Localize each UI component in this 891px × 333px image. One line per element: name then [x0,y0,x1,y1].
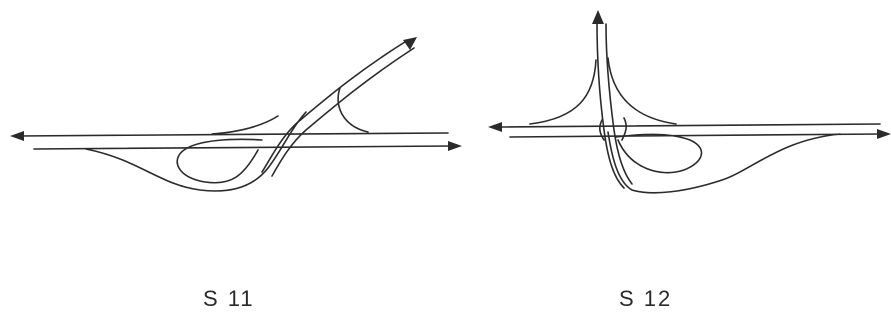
s11-left-merge-ramp [211,115,279,135]
interchange-s11 [10,37,462,192]
diagram-label-s12: S 12 [619,286,673,311]
s12-crossing-mark-right [621,117,627,141]
s12-lower-right-ramp [607,131,841,194]
interchange-s12 [488,10,891,194]
diagram-label-s11: S 11 [203,286,255,311]
s12-loop-ramp [615,133,703,174]
s12-arrow-north [592,10,604,24]
s12-crossing-mark-left [599,119,605,141]
s11-right-ramp [337,87,369,133]
s12-arrow-west [488,122,502,132]
s11-diagonal-road-outer [261,39,409,173]
s12-arrow-east [877,129,891,139]
s11-main-road-top [17,132,449,137]
s11-arrow-east [448,141,462,151]
s11-arrow-west [10,131,24,141]
s12-main-road-bottom [509,133,883,138]
s12-upper-right-ramp [607,57,677,125]
s11-loop-ramp [176,138,263,184]
s12-vertical-road-left [596,21,625,189]
s11-arrow-northeast [403,37,417,50]
s11-diagonal-road-inner [271,47,415,177]
s12-vertical-road-right [605,23,633,185]
s11-outer-ramp [85,111,307,192]
s11-main-road-bottom [33,145,453,150]
s12-upper-left-ramp [529,59,597,125]
s12-main-road-top [495,123,881,128]
